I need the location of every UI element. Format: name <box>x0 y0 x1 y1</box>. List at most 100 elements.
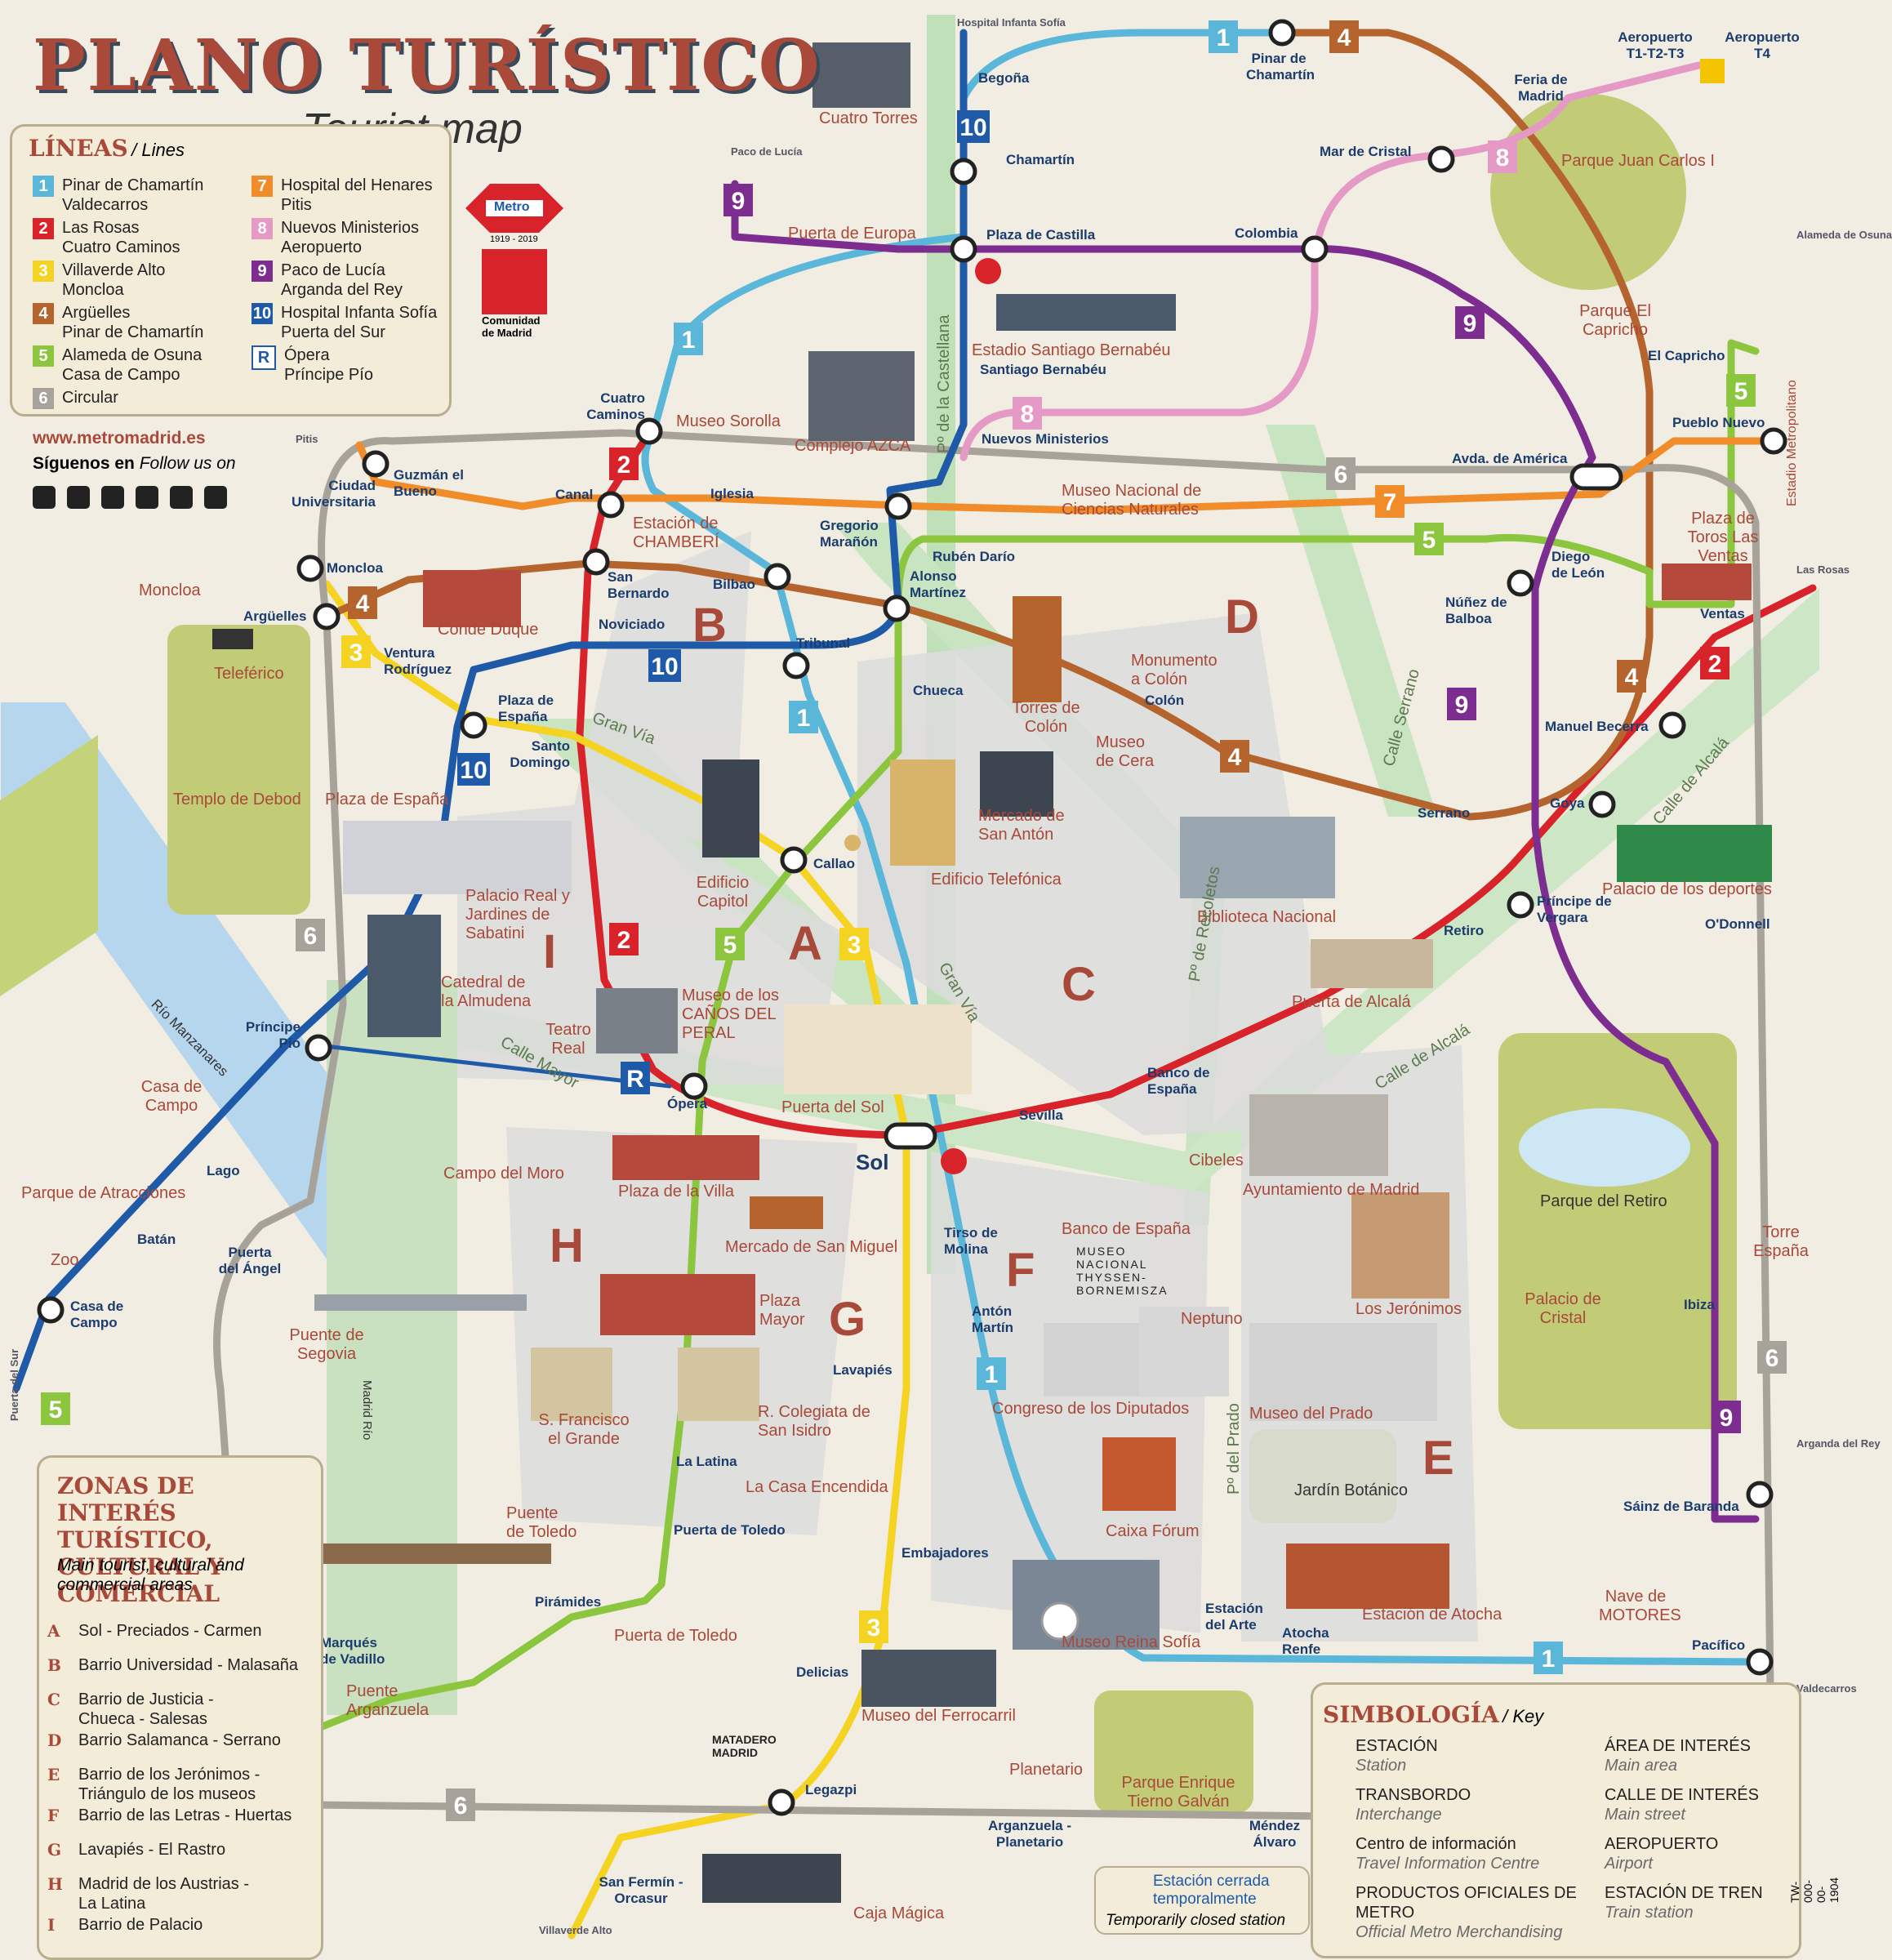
station-label[interactable]: Sevilla <box>1019 1107 1063 1123</box>
station-label[interactable]: Legazpi <box>805 1782 857 1797</box>
station-label[interactable]: Santiago Bernabéu <box>980 362 1106 377</box>
station-label[interactable]: Príncipe Pío <box>245 1019 300 1051</box>
station-label[interactable]: Mar de Cristal <box>1320 144 1412 159</box>
station-label[interactable]: Tirso de Molina <box>944 1225 998 1257</box>
station-label[interactable]: Plaza de Castilla <box>986 227 1096 243</box>
station-label[interactable]: San Bernardo <box>608 569 670 601</box>
station-label[interactable]: Pirámides <box>535 1594 602 1610</box>
station-label[interactable]: Chamartín <box>1006 152 1075 167</box>
station-label[interactable]: El Capricho <box>1648 348 1725 363</box>
station-label[interactable]: Plaza de España <box>498 693 554 724</box>
station-label[interactable]: Avda. de América <box>1452 451 1568 466</box>
station-label[interactable]: Tribunal <box>796 635 851 651</box>
station-label[interactable]: Diego de León <box>1551 549 1605 581</box>
linkedin-icon[interactable] <box>170 486 193 509</box>
station-label[interactable]: Sáinz de Baranda <box>1623 1499 1739 1514</box>
station-label[interactable]: Puerta del Ángel <box>218 1245 282 1276</box>
station-label[interactable]: Arganda del Rey <box>1796 1437 1881 1450</box>
station-label[interactable]: Casa de Campo <box>70 1298 124 1330</box>
station-label[interactable]: Méndez Álvaro <box>1249 1818 1301 1850</box>
station-label[interactable]: Nuevos Ministerios <box>982 431 1109 447</box>
station-label[interactable]: Hospital Infanta Sofía <box>957 16 1066 29</box>
station-label[interactable]: Embajadores <box>901 1545 989 1561</box>
station-label[interactable]: Ciudad Universitaria <box>292 478 376 510</box>
station-label[interactable]: Estación del Arte <box>1205 1601 1263 1633</box>
station-label[interactable]: O'Donnell <box>1705 916 1770 932</box>
spotify-icon[interactable] <box>204 486 227 509</box>
station-label[interactable]: Alameda de Osuna <box>1796 229 1892 241</box>
station-label[interactable]: Atocha Renfe <box>1282 1625 1329 1657</box>
station-label[interactable]: Las Rosas <box>1796 564 1850 576</box>
station-label[interactable]: Marqués de Vadillo <box>320 1635 385 1667</box>
station-label[interactable]: Lavapiés <box>833 1362 893 1378</box>
station-label[interactable]: Puerta del Sur <box>8 1348 20 1421</box>
station-label[interactable]: Pitis <box>296 433 318 445</box>
station-label[interactable]: Goya <box>1550 795 1585 811</box>
station-label[interactable]: Santo Domingo <box>510 738 570 770</box>
station-label[interactable]: Ópera <box>667 1096 708 1111</box>
station-label[interactable]: Batán <box>137 1232 176 1247</box>
station-label[interactable]: Pacífico <box>1692 1637 1746 1653</box>
station-label[interactable]: Moncloa <box>327 560 383 576</box>
station-label[interactable]: Ventas <box>1700 606 1745 621</box>
line-legend-label: Paco de Lucía Arganda del Rey <box>281 261 403 299</box>
station-label[interactable]: Puerta de Toledo <box>674 1522 786 1538</box>
station-label[interactable]: Delicias <box>796 1664 849 1680</box>
station-label[interactable]: Antón Martín <box>972 1303 1013 1335</box>
facebook-icon[interactable] <box>33 486 56 509</box>
station-label[interactable]: Guzmán el Bueno <box>394 467 464 499</box>
station-label[interactable]: Cuatro Caminos <box>586 390 645 422</box>
station-label[interactable]: Colombia <box>1235 225 1298 241</box>
website-link[interactable]: www.metromadrid.es <box>33 429 206 448</box>
station-label[interactable]: Begoña <box>978 70 1030 86</box>
station-label[interactable]: Bilbao <box>713 577 755 592</box>
station-label[interactable]: Lago <box>207 1163 240 1178</box>
station-label[interactable]: Serrano <box>1418 805 1471 821</box>
station-label[interactable]: Sol <box>856 1150 889 1174</box>
station-label[interactable]: Noviciado <box>599 617 666 632</box>
station-label[interactable]: Chueca <box>913 683 964 698</box>
station-label[interactable]: San Fermín - Orcasur <box>599 1874 683 1906</box>
station-label[interactable]: Ventura Rodríguez <box>384 645 452 677</box>
station-label[interactable]: Colón <box>1145 693 1185 708</box>
station-label[interactable]: Aeropuerto T1-T2-T3 <box>1618 29 1693 61</box>
station-label[interactable]: Valdecarros <box>1796 1682 1857 1695</box>
station-label[interactable]: Gregorio Marañón <box>820 518 879 550</box>
station-label[interactable]: Retiro <box>1444 923 1485 938</box>
station-label[interactable]: Banco de España <box>1147 1065 1210 1097</box>
station-label[interactable]: La Latina <box>676 1454 737 1469</box>
landmark-label: Teleférico <box>214 665 284 683</box>
station-label[interactable]: Manuel Becerra <box>1545 719 1649 734</box>
station-label[interactable]: Pueblo Nuevo <box>1672 415 1765 430</box>
station-label[interactable]: Canal <box>555 487 594 502</box>
station-label[interactable]: Iglesia <box>710 486 754 501</box>
instagram-icon[interactable] <box>67 486 90 509</box>
station-label[interactable]: Callao <box>813 856 856 871</box>
station-label[interactable]: Rubén Darío <box>933 549 1016 564</box>
station-label[interactable]: Ibiza <box>1684 1297 1715 1312</box>
station-label[interactable]: Arganzuela - Planetario <box>987 1818 1072 1850</box>
station-label[interactable]: Alonso Martínez <box>910 568 966 600</box>
station-label[interactable]: Paco de Lucía <box>731 145 803 158</box>
station-label[interactable]: Príncipe de Vergara <box>1537 893 1612 925</box>
station-label[interactable]: Aeropuerto T4 <box>1725 29 1800 61</box>
station-label[interactable]: Pinar de Chamartín <box>1246 51 1315 82</box>
zone-letter: I <box>47 1915 56 1935</box>
station-label[interactable]: Villaverde Alto <box>539 1924 612 1936</box>
youtube-icon[interactable] <box>136 486 158 509</box>
station-label[interactable]: Feria de Madrid <box>1514 72 1568 104</box>
station-label[interactable]: Argüelles <box>243 608 307 624</box>
twitter-icon[interactable] <box>101 486 124 509</box>
station-label[interactable]: Núñez de Balboa <box>1445 595 1507 626</box>
